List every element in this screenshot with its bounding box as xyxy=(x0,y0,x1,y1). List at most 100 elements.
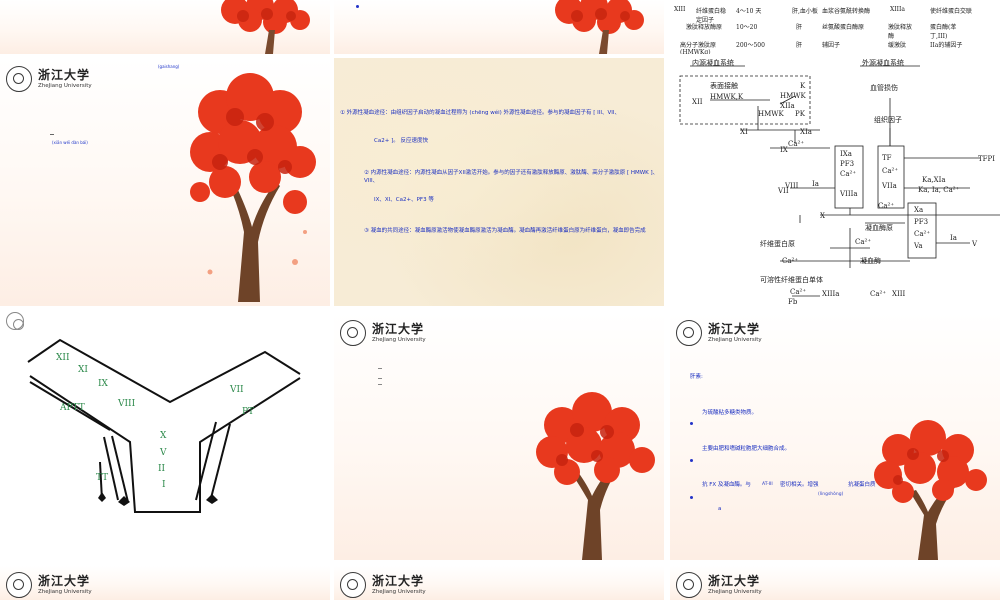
svg-text:组织因子: 组织因子 xyxy=(874,115,902,124)
svg-text:X: X xyxy=(820,212,825,220)
university-seal-icon xyxy=(6,572,32,598)
svg-text:XIIa: XIIa xyxy=(780,102,795,110)
tree-illustration xyxy=(858,420,998,560)
svg-text:APTT: APTT xyxy=(59,403,85,413)
university-seal-icon xyxy=(676,572,702,598)
tree-illustration xyxy=(180,62,320,302)
svg-text:PK: PK xyxy=(795,110,806,118)
svg-text:V: V xyxy=(159,448,167,458)
svg-text:凝血酶原: 凝血酶原 xyxy=(865,223,893,232)
svg-text:Xa: Xa xyxy=(914,206,923,214)
svg-text:VIIa: VIIa xyxy=(881,182,897,190)
svg-text:Ca²⁺: Ca²⁺ xyxy=(840,170,856,178)
heparin-item-3b: AT-III xyxy=(762,482,773,487)
slide-line xyxy=(378,368,382,369)
pathway-text-2b: IX、XI、Ca2+、PF3 等 xyxy=(374,195,434,203)
slide-thumbnail-11[interactable]: 浙江大学 ZheJiang University xyxy=(334,566,664,600)
svg-text:Ca²⁺: Ca²⁺ xyxy=(914,230,930,238)
svg-text:内源凝血系统: 内源凝血系统 xyxy=(692,58,734,67)
university-seal-icon xyxy=(676,320,702,346)
slide-line xyxy=(378,384,382,385)
svg-text:XII: XII xyxy=(692,98,703,106)
heparin-item-1: 为硫酸粘多糖类物质。 xyxy=(702,408,757,416)
slide-thumbnail-5[interactable]: ① 外源性凝血途径：由组织因子启动的凝血过程称为 (chēng wéi) 外源性… xyxy=(334,58,664,306)
svg-text:V: V xyxy=(971,240,978,248)
svg-text:IX: IX xyxy=(780,146,788,154)
svg-text:PF3: PF3 xyxy=(914,218,928,226)
bullet-dot xyxy=(690,422,693,425)
svg-text:纤维蛋白原: 纤维蛋白原 xyxy=(760,239,795,248)
university-logo: 浙江大学 ZheJiang University xyxy=(6,572,92,598)
bullet-dot xyxy=(690,459,693,462)
slide-thumbnail-6[interactable]: 内源凝血系统 外源凝血系统 表面接触 血管损伤 组织因子 HMWK,K HMWK… xyxy=(670,58,1000,306)
university-seal-icon xyxy=(6,66,32,92)
slide-thumbnail-12[interactable]: 浙江大学 ZheJiang University xyxy=(670,566,1000,600)
svg-text:XIII: XIII xyxy=(892,290,906,298)
slide-thumbnail-2[interactable] xyxy=(334,0,664,54)
svg-text:XIa: XIa xyxy=(800,128,812,136)
slide-thumbnail-7[interactable]: XII XI IX VIII APTT VII PT X V II I TT xyxy=(0,312,330,560)
footnote-mark: a xyxy=(718,506,721,512)
svg-text:VII: VII xyxy=(229,385,244,395)
table-row: 高分子激肽原(HMWKg) 200～500 肝 辅因子 缓激肽 IIa的辅因子 xyxy=(674,40,996,54)
svg-text:HMWK,K: HMWK,K xyxy=(710,93,744,101)
slide-thumbnail-4[interactable]: 浙江大学 ZheJiang University (gaishang) (xiā… xyxy=(0,58,330,306)
slide-thumbnail-10[interactable]: 浙江大学 ZheJiang University xyxy=(0,566,330,600)
svg-text:外源凝血系统: 外源凝血系统 xyxy=(862,58,904,67)
slide-thumbnail-3[interactable]: XIII 纤维蛋白稳定因子 4～10 天 肝,血小板 血浆谷氨酰转换酶 XIII… xyxy=(670,0,1000,54)
svg-text:可溶性纤维蛋白单体: 可溶性纤维蛋白单体 xyxy=(760,275,823,284)
svg-text:Va: Va xyxy=(913,242,923,250)
university-seal-icon xyxy=(340,572,366,598)
svg-text:K: K xyxy=(800,82,806,90)
svg-text:Ca²⁺: Ca²⁺ xyxy=(870,290,886,298)
svg-text:XIIIa: XIIIa xyxy=(822,290,839,298)
tree-illustration xyxy=(522,390,662,560)
university-seal-icon xyxy=(340,320,366,346)
bullet-dot xyxy=(356,5,359,8)
coagulation-cascade-diagram: 内源凝血系统 外源凝血系统 表面接触 血管损伤 组织因子 HMWK,K HMWK… xyxy=(670,58,1000,306)
svg-text:I: I xyxy=(162,480,166,490)
svg-text:XI: XI xyxy=(78,365,88,375)
svg-text:II: II xyxy=(158,464,166,474)
svg-text:Ca²⁺: Ca²⁺ xyxy=(882,167,898,175)
heparin-item-2: 主要由肥和嗜碱粒胞肥大细胞合成。 xyxy=(702,444,790,452)
slide-thumbnail-9[interactable]: 浙江大学 ZheJiang University 肝素: 为硫酸粘多糖类物质。 … xyxy=(670,312,1000,560)
svg-text:凝血酶: 凝血酶 xyxy=(860,256,881,265)
svg-text:VII: VII xyxy=(777,187,789,195)
svg-text:TFPI: TFPI xyxy=(978,155,995,163)
svg-text:XI: XI xyxy=(740,128,748,136)
coagulation-test-diagram: XII XI IX VIII APTT VII PT X V II I TT xyxy=(0,312,330,560)
svg-text:血管损伤: 血管损伤 xyxy=(870,83,898,92)
pathway-text-1b: Ca2+ ]。 反应速度快 xyxy=(374,136,428,144)
svg-text:Ca²⁺: Ca²⁺ xyxy=(790,288,806,296)
svg-text:TT: TT xyxy=(96,473,108,483)
svg-text:表面接触: 表面接触 xyxy=(710,81,738,90)
svg-text:IXa: IXa xyxy=(840,150,852,158)
svg-text:TF: TF xyxy=(882,154,892,162)
pathway-text-1: ① 外源性凝血途径：由组织因子启动的凝血过程称为 (chēng wéi) 外源性… xyxy=(340,108,660,116)
svg-text:Ka, Ia, Ca²⁺: Ka, Ia, Ca²⁺ xyxy=(918,186,960,194)
svg-text:Ia: Ia xyxy=(812,180,819,188)
slide-thumbnail-8[interactable]: 浙江大学 ZheJiang University xyxy=(334,312,664,560)
svg-text:VIIIa: VIIIa xyxy=(839,190,858,198)
annotation-mark: (xiān wéi dàn bái) xyxy=(52,140,88,145)
tree-illustration xyxy=(539,0,659,54)
svg-text:IX: IX xyxy=(98,379,109,389)
pinyin-note: (lìngshòng) xyxy=(818,492,843,497)
slide-line xyxy=(378,378,382,379)
university-logo: 浙江大学 ZheJiang University xyxy=(6,66,92,92)
pinyin-tag: (gaishang) xyxy=(158,64,179,69)
university-logo: 浙江大学 ZheJiang University xyxy=(340,572,426,598)
svg-text:Ca²⁺: Ca²⁺ xyxy=(878,202,894,210)
university-logo: 浙江大学 ZheJiang University xyxy=(676,572,762,598)
pathway-text-2: ② 内源性凝血途径：内源性凝血从因子XII激活开始。参与的因子还有激肽释放酶原、… xyxy=(364,168,660,184)
table-row: XIII 纤维蛋白稳定因子 4～10 天 肝,血小板 血浆谷氨酰转换酶 XIII… xyxy=(674,6,996,20)
svg-text:Fb: Fb xyxy=(788,298,798,306)
heparin-item-3c: 密切相关。增强 xyxy=(780,480,819,488)
tree-illustration xyxy=(205,0,325,54)
university-logo: 浙江大学 ZheJiang University xyxy=(340,320,426,346)
svg-text:PF3: PF3 xyxy=(840,160,854,168)
slide-thumbnail-1[interactable] xyxy=(0,0,330,54)
bullet-dot xyxy=(690,496,693,499)
svg-text:HMWK: HMWK xyxy=(780,92,806,100)
